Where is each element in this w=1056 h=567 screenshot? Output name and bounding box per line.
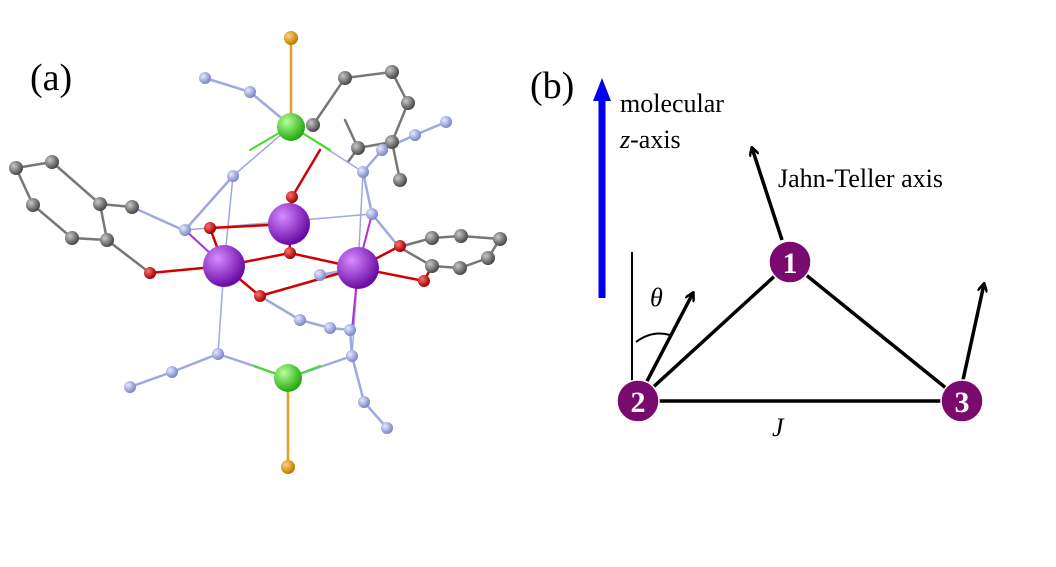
- manganese-atoms: [203, 203, 379, 289]
- edge-1-3: [788, 260, 964, 403]
- nitrogen-atoms: [124, 72, 452, 434]
- panel-a-label: (a): [30, 57, 72, 99]
- oxygen-atoms: [144, 191, 430, 302]
- coupling-j-label: J: [772, 413, 785, 442]
- triangle-edges: [636, 260, 964, 403]
- site-3: 3: [940, 379, 984, 423]
- molecular-axis-label-line1: molecular: [620, 89, 724, 118]
- jahn-teller-arrows: [643, 148, 984, 386]
- site-3-label: 3: [955, 386, 970, 419]
- molecular-z-axis-arrow: [593, 78, 611, 298]
- bonds: [14, 36, 503, 468]
- chlorine-atoms: [281, 31, 298, 474]
- site-2-label: 2: [631, 386, 646, 419]
- panel-b-label: (b): [530, 65, 574, 107]
- theta-angle-marker: [631, 252, 671, 390]
- edge-2-1: [636, 260, 792, 403]
- site-2: 2: [616, 379, 660, 423]
- nickel-atoms: [274, 113, 305, 392]
- arrow-site-3: [961, 284, 984, 381]
- arrow-site-1: [752, 148, 784, 241]
- theta-label: θ: [650, 283, 663, 312]
- site-1: 1: [768, 240, 812, 284]
- carbon-atoms: [9, 65, 507, 275]
- site-1-label: 1: [783, 247, 798, 280]
- jahn-teller-axis-label: Jahn-Teller axis: [778, 164, 943, 193]
- molecule: [9, 31, 507, 474]
- arrow-site-2: [643, 293, 693, 386]
- molecular-axis-label-line2: z-axis: [619, 125, 681, 154]
